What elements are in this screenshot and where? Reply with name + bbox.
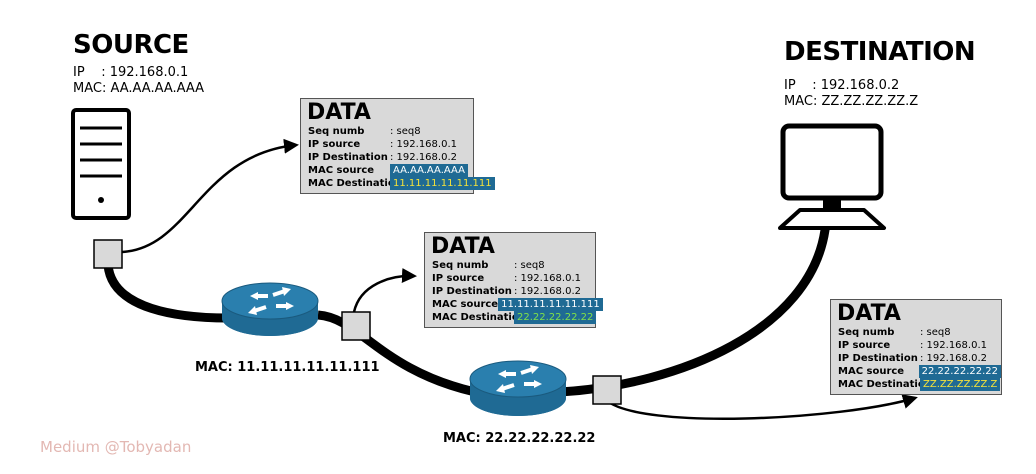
row-key: MAC source [838, 366, 905, 377]
packet-row: IP Destination: 192.168.0.2 [308, 151, 473, 164]
row-value: : 192.168.0.1 [920, 340, 987, 351]
packet-box-3: DATA Seq numb : seq8 IP source : 192.168.0… [830, 299, 1002, 395]
destination-title: DESTINATION [784, 37, 976, 67]
arrow-to-packet-2 [352, 268, 417, 313]
row-key: MAC source [308, 165, 375, 176]
cable-router1-router2 [317, 310, 477, 397]
row-value: : seq8 [514, 260, 545, 271]
mac-destination-value: 11.11.11.11.11.111 [390, 177, 495, 190]
row-key: MAC Destination [838, 379, 932, 390]
mac-source-value: 11.11.11.11.11.111 [498, 298, 603, 311]
row-key: IP Destination [432, 286, 512, 297]
source-ip: IP : 192.168.0.1 [73, 65, 189, 80]
packet-title: DATA [837, 301, 901, 326]
packet-row: MAC source 22.22.22.22.22 [838, 365, 1001, 378]
row-key: IP Destination [308, 152, 388, 163]
arrow-to-packet-1 [121, 138, 299, 254]
row-key: Seq numb [838, 327, 895, 338]
row-key: MAC Destination [308, 178, 402, 189]
row-value: : 192.168.0.1 [514, 273, 581, 284]
packet-row: IP source : 192.168.0.1 [432, 272, 595, 285]
row-value: : 192.168.0.2 [390, 152, 457, 163]
packet-row: Seq numb : seq8 [838, 326, 1001, 339]
row-value: : seq8 [390, 126, 421, 137]
row-value: : 192.168.0.1 [390, 139, 457, 150]
source-mac: MAC: AA.AA.AA.AAA [73, 81, 205, 96]
row-key: IP source [838, 340, 891, 351]
packet-row: MAC source AA.AA.AA.AAA [308, 164, 473, 177]
mac-source-value: 22.22.22.22.22 [918, 365, 1001, 378]
packet-box-1: DATA Seq numb : seq8 IP source : 192.168.0… [300, 98, 495, 194]
packet-title: DATA [431, 234, 495, 259]
row-value: : seq8 [920, 327, 951, 338]
router-2-mac-label: MAC: 22.22.22.22.22 [443, 431, 596, 446]
packet-row: Seq numb : seq8 [432, 259, 595, 272]
router-1-icon [221, 282, 319, 336]
row-key: IP Destination [838, 353, 918, 364]
row-key: Seq numb [432, 260, 489, 271]
packet-row: IP source : 192.168.0.1 [838, 339, 1001, 352]
router-1-mac-label: MAC: 11.11.11.11.11.111 [195, 360, 380, 375]
row-key: Seq numb [308, 126, 365, 137]
connector-router-2 [592, 375, 622, 405]
packet-row: Seq numb : seq8 [308, 125, 473, 138]
destination-ip: IP : 192.168.0.2 [784, 78, 900, 93]
watermark: Medium @Tobyadan [40, 438, 192, 456]
packet-row: IP Destination: 192.168.0.2 [838, 352, 1001, 365]
mac-destination-value: ZZ.ZZ.ZZ.ZZ.Z [920, 378, 1001, 391]
cable-router2-destination [555, 225, 830, 397]
row-key: IP source [308, 139, 361, 150]
destination-monitor-icon [778, 123, 886, 230]
packet-row: IP Destination: 192.168.0.2 [432, 285, 595, 298]
connector-source [93, 239, 123, 269]
mac-destination-value: 22.22.22.22.22 [514, 311, 597, 324]
source-title: SOURCE [73, 30, 189, 60]
row-key: MAC Destination [432, 312, 526, 323]
cable-source-router1 [103, 260, 233, 323]
source-computer-icon [71, 108, 131, 220]
mac-source-value: AA.AA.AA.AAA [390, 164, 468, 177]
row-key: MAC source [432, 299, 499, 310]
arrow-to-packet-3 [605, 394, 918, 421]
packet-title: DATA [307, 100, 371, 125]
packet-row: IP source : 192.168.0.1 [308, 138, 473, 151]
destination-mac: MAC: ZZ.ZZ.ZZ.ZZ.Z [784, 94, 919, 109]
row-key: IP source [432, 273, 485, 284]
row-value: : 192.168.0.2 [920, 353, 987, 364]
connector-router-1 [341, 311, 371, 341]
packet-box-2: DATA Seq numb : seq8 IP source : 192.168.0… [424, 232, 603, 328]
router-2-icon [469, 360, 567, 416]
row-value: : 192.168.0.2 [514, 286, 581, 297]
